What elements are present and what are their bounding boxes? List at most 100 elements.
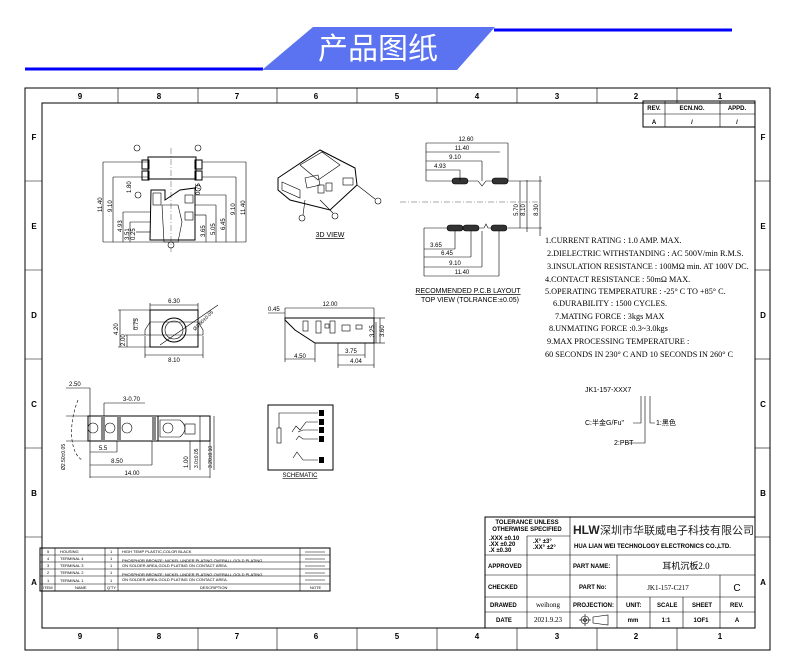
note-line: 5.OPERATING TEMPERATURE : -25° C TO +85°… [545,287,726,296]
end-view: 6.30 4.20 0.75 2.00 Ø3.60±0.05 8.10 [114,299,219,364]
spec-notes: 1.CURRENT RATING : 1.0 AMP. MAX. 2.DIELE… [545,236,749,359]
bom-qty: 1 [110,556,113,561]
title-block: TOLERANCE UNLESS OTHERWISE SPECIFIED .XX… [484,516,756,629]
front-view: 11.40 9.10 4.93 3.51 0.25 1.80 0.75 3.65… [98,144,247,252]
row-label-right: F [761,133,766,142]
option-material: 2:PBT [614,440,634,447]
dim-label: 0.25 [131,228,137,240]
tolerance-value: .X° ±3° [533,539,552,545]
dim-label: 4.04 [350,359,362,365]
banner-title: 产品图纸 [318,32,438,67]
col-label-top: 6 [314,92,319,101]
note-line: 1.CURRENT RATING : 1.0 AMP. MAX. [545,236,682,245]
dim-label: 3.65 [201,225,207,237]
col-label-bottom: 5 [395,632,400,641]
rev-header: REV. [647,106,661,112]
bom-desc: ON SOLDER AREA,GOLD PLATING ON CONTACT A… [122,577,228,582]
bom-name: TERMINAL 2 [60,570,84,575]
bom-header: ITEM [43,585,53,590]
ecn-header: ECN.NO. [679,106,704,112]
col-label-bottom: 4 [475,632,480,641]
col-label-bottom: 7 [235,632,240,641]
dim-label: 12.00 [322,302,338,308]
dim-label: 9.10 [231,203,237,215]
col-label-top: 8 [157,92,162,101]
dim-label: 9.10 [449,155,461,161]
col-label-top: 2 [634,92,639,101]
bom-item: 5 [47,549,50,554]
tolerance-value: .XX° ±2° [533,545,556,551]
schematic-view: SCHEMATIC [267,404,334,479]
dim-label: Ø3.60±0.05 [192,310,215,333]
dim-label: 4.50 [294,354,306,360]
dim-label: 1.80 [127,181,133,193]
dim-label: 2.00 [121,334,127,346]
note-line: 6.DURABILITY : 1500 CYCLES. [553,299,667,308]
col-label-bottom: 2 [634,632,639,641]
pcb-layout-label: RECOMMENDED P.C.B LAYOUT [415,288,521,295]
dim-label: 11.40 [241,200,247,215]
dim-label: 6.45 [221,218,227,230]
dim-label: 4.93 [434,164,446,170]
part-code-legend: JK1-157-XXX7 C:半金G/Fu" 1:黑色 2:PBT [585,387,676,447]
part-no-label: PART No: [579,585,607,591]
date-label: DATE [496,618,512,624]
company-name-en: HUA LIAN WEI TECHNOLOGY ELECTRONICS CO.,… [574,544,731,550]
note-line: 7.MATING FORCE : 3kgs MAX [555,312,664,321]
row-label-right: C [760,400,766,409]
note-line: 8.UNMATING FORCE :0.3~3.0kgs [549,324,668,333]
part-rev-value: C [733,583,740,594]
dim-label: 2.50 [69,382,81,388]
col-label-top: 3 [555,92,560,101]
note-line: 3.INSULATION RESISTANCE : 100MΩ min. AT … [547,262,749,271]
dim-label: 8.30 [534,204,540,216]
projection-icon [579,614,609,626]
row-label-left: F [32,133,37,142]
projection-label: PROJECTION: [573,603,614,609]
bom-desc: ON SOLDER AREA,GOLD PLATING ON CONTACT A… [122,563,228,568]
part-name-label: PART NAME: [573,564,610,570]
part-no-value: JK1-157-C217 [647,584,689,592]
dim-label: 3.75 [345,349,357,355]
row-label-left: A [31,578,37,587]
col-label-top: 5 [395,92,400,101]
dim-label: 3.60 [380,325,386,337]
dim-label: Ø2.50±0.05 [61,444,67,470]
bom-name: TERMINAL 3 [60,563,84,568]
bom-qty: 1 [110,578,113,583]
company-logo: HLW [573,523,600,537]
option-plating: C:半金G/Fu" [585,418,625,427]
col-label-bottom: 6 [314,632,319,641]
banner-shape [262,27,495,70]
bom-header: DESCRIPTION [200,585,227,590]
row-label-right: A [760,578,766,587]
bom-qty: 1 [110,549,113,554]
dim-label: 0.75 [196,183,202,195]
dim-label: 3.25 [370,325,376,337]
scale-value: 1:1 [662,618,671,624]
3d-view: 3D VIEW [277,149,382,239]
approved-label: APPROVED [488,564,522,570]
pcb-layout-sublabel: TOP VIEW (TOLRANCE:±0.05) [421,297,519,304]
3d-view-label: 3D VIEW [316,232,345,239]
drawing-frame: 9 8 7 6 5 4 3 2 1 9 8 7 6 5 4 3 2 1 F E … [24,87,771,651]
col-label-bottom: 3 [555,632,560,641]
col-label-top: 7 [235,92,240,101]
row-label-right: B [760,489,766,498]
row-label-left: E [31,222,37,231]
tolerance-value: .X ±0.30 [489,548,512,554]
rev-value: A [652,120,657,126]
note-line: 60 SECONDS IN 230° C AND 10 SECONDS IN 2… [545,350,734,359]
drawed-value: weihong [536,601,561,609]
company-name-cn: 深圳市华联威电子科技有限公司 [600,523,754,537]
bom-desc: PHOSPHOR BRONZE; NICKEL UNDER PLATING OV… [122,572,262,577]
bom-name: TERMINAL 1 [60,578,84,583]
dim-label: 12.60 [458,137,474,143]
row-label-left: B [31,489,37,498]
bom-desc: HIGH TEMP PLASTIC,COLOR BLACK [122,549,192,554]
pcb-layout-view: 12.60 11.40 9.10 4.93 5.70 8.10 8.30 3.6… [400,137,542,304]
row-label-left: D [31,311,37,320]
dim-label: 9.10 [108,200,114,212]
dim-label: 3-0.70 [123,397,141,403]
